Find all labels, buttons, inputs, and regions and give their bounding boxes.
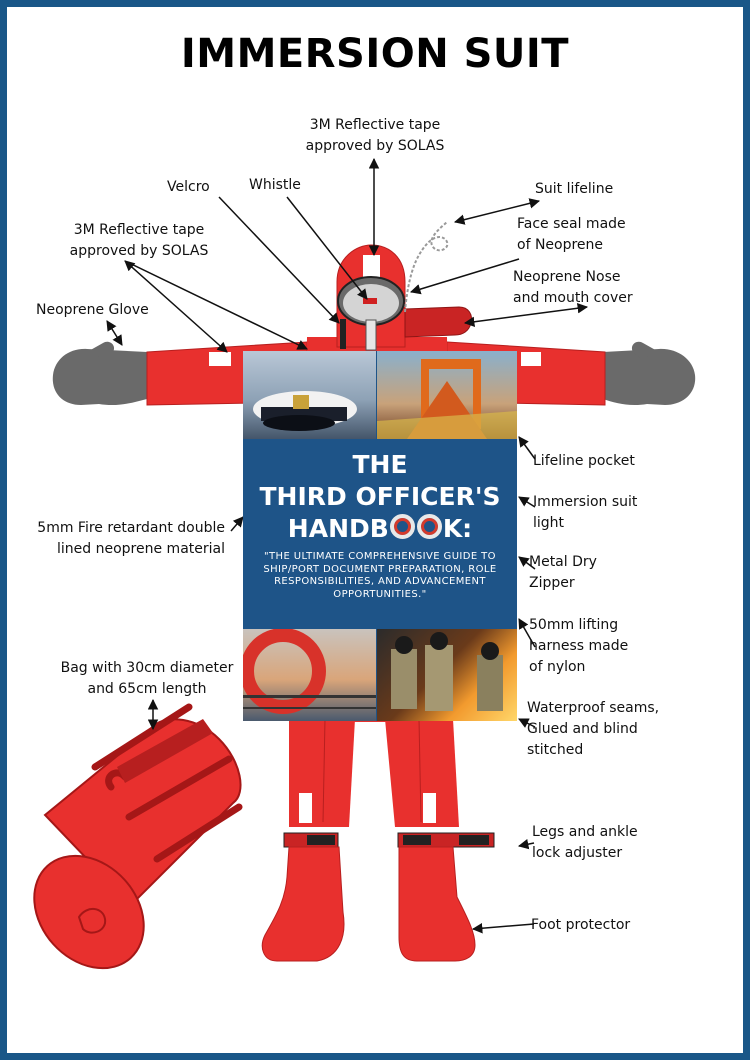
hood-tape [363,255,380,279]
velcro-strip [340,319,346,349]
label-velcro: Velcro [167,179,210,195]
right-glove-thumb [631,341,659,359]
book-tagline: "THE ULTIMATE COMPREHENSIVE GUIDE TO SHI… [263,551,497,600]
suit-bag [33,703,243,970]
book-photo-captain-hat [243,351,376,439]
label-neoprene-nose: Neoprene Nose and mouth cover [513,269,633,306]
label-reflective-tape-top: 3M Reflective tape approved by SOLAS [305,117,445,154]
label-face-seal: Face seal made of Neoprene [517,216,626,253]
label-immersion-light: Immersion suit light [533,494,638,531]
label-bag: Bag with 30cm diameter and 65cm length [60,660,234,697]
whistle [363,298,377,304]
left-arm-tape [209,352,231,366]
book-heading-line2: THIRD OFFICER'S [259,482,501,511]
label-metal-zipper: Metal Dry Zipper [529,554,597,591]
lifebuoy-o-icon [416,514,442,539]
book-photo-lifebuoy-sea [243,629,376,721]
book-photo-lifeboat-deck [377,351,517,439]
label-whistle: Whistle [249,177,301,193]
book-heading-line1: THE [352,450,408,479]
annotation-arrows [106,157,589,934]
right-boot [398,846,476,962]
book-photo-firefighters [377,629,517,721]
right-glove [603,348,696,406]
label-suit-lifeline: Suit lifeline [535,181,614,197]
lifeline-rope [404,221,449,313]
left-leg [289,719,355,827]
label-lifeline-pocket: Lifeline pocket [533,453,635,469]
label-legs-adjuster: Legs and ankle lock adjuster [532,824,638,861]
zipper-head [365,319,377,351]
left-leg-tape [299,793,312,823]
label-lifting-harness: 50mm lifting harness made of nylon [529,617,629,675]
right-leg [385,719,459,827]
lifebuoy-o-icon [389,514,415,539]
label-reflective-tape-left: 3M Reflective tape approved by SOLAS [69,222,209,259]
right-leg-tape [423,793,436,823]
label-neoprene-glove: Neoprene Glove [36,302,149,318]
left-glove [52,348,147,406]
nose-cover-flap [404,306,472,338]
right-arm-tape [521,352,541,366]
left-boot [261,846,345,962]
left-glove-thumb [87,341,115,359]
label-waterproof-seams: Waterproof seams, Glued and blind stitch… [527,700,660,758]
label-foot-protector: Foot protector [531,917,631,933]
label-fire-retardant: 5mm Fire retardant double lined neoprene… [37,520,225,557]
page-title: IMMERSION SUIT [180,31,570,77]
